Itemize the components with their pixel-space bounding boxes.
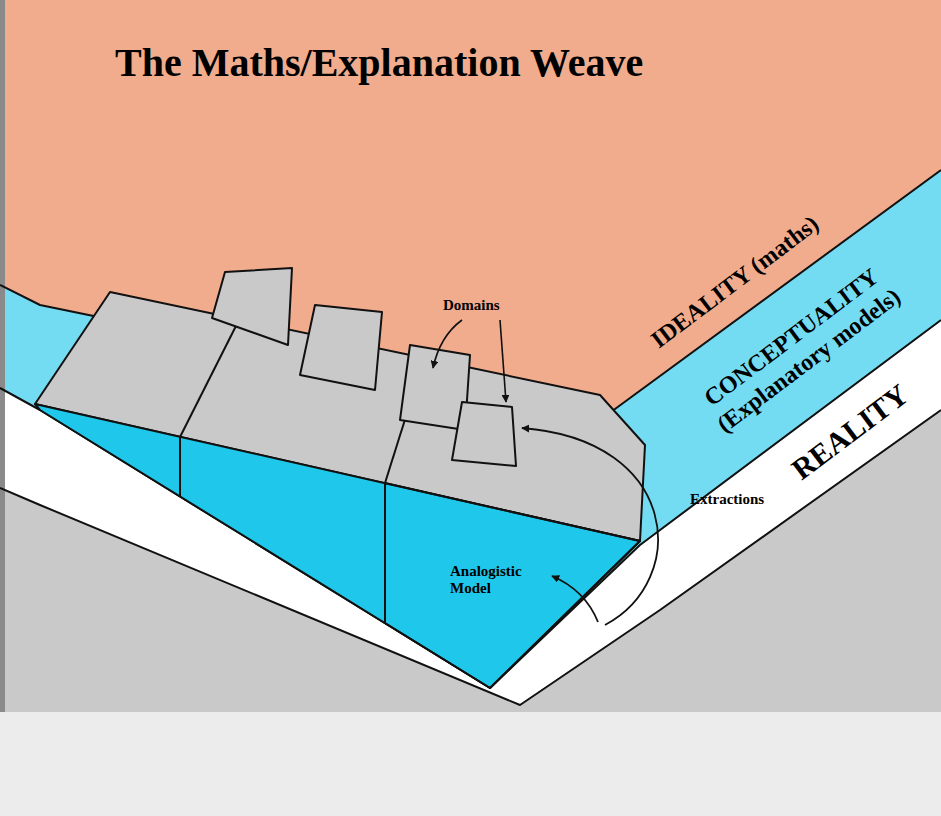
page-edge <box>0 0 5 712</box>
conceptuality-band <box>0 170 941 816</box>
domain-box <box>300 305 382 390</box>
block-divider <box>180 318 240 437</box>
model-cell: Analogistic Model <box>385 483 640 688</box>
callout-label: Extractions <box>690 490 764 508</box>
cell-divider <box>179 437 181 497</box>
cell-shape <box>385 483 640 688</box>
extraction-arrow <box>522 428 658 625</box>
callout-label: Domains <box>443 296 500 314</box>
page-margin <box>0 712 941 816</box>
extraction-arrow <box>552 576 598 622</box>
diagram-title: The Maths/Explanation Weave <box>115 40 643 86</box>
cell-outline <box>385 483 640 688</box>
cell-label: Analogistic Model <box>450 563 550 598</box>
leader-arrow <box>500 320 506 402</box>
domain-box <box>452 402 516 466</box>
model-strip <box>35 404 640 688</box>
band-label: REALITY <box>785 376 916 487</box>
leader-arrow <box>433 320 462 368</box>
domain-box <box>212 268 292 345</box>
